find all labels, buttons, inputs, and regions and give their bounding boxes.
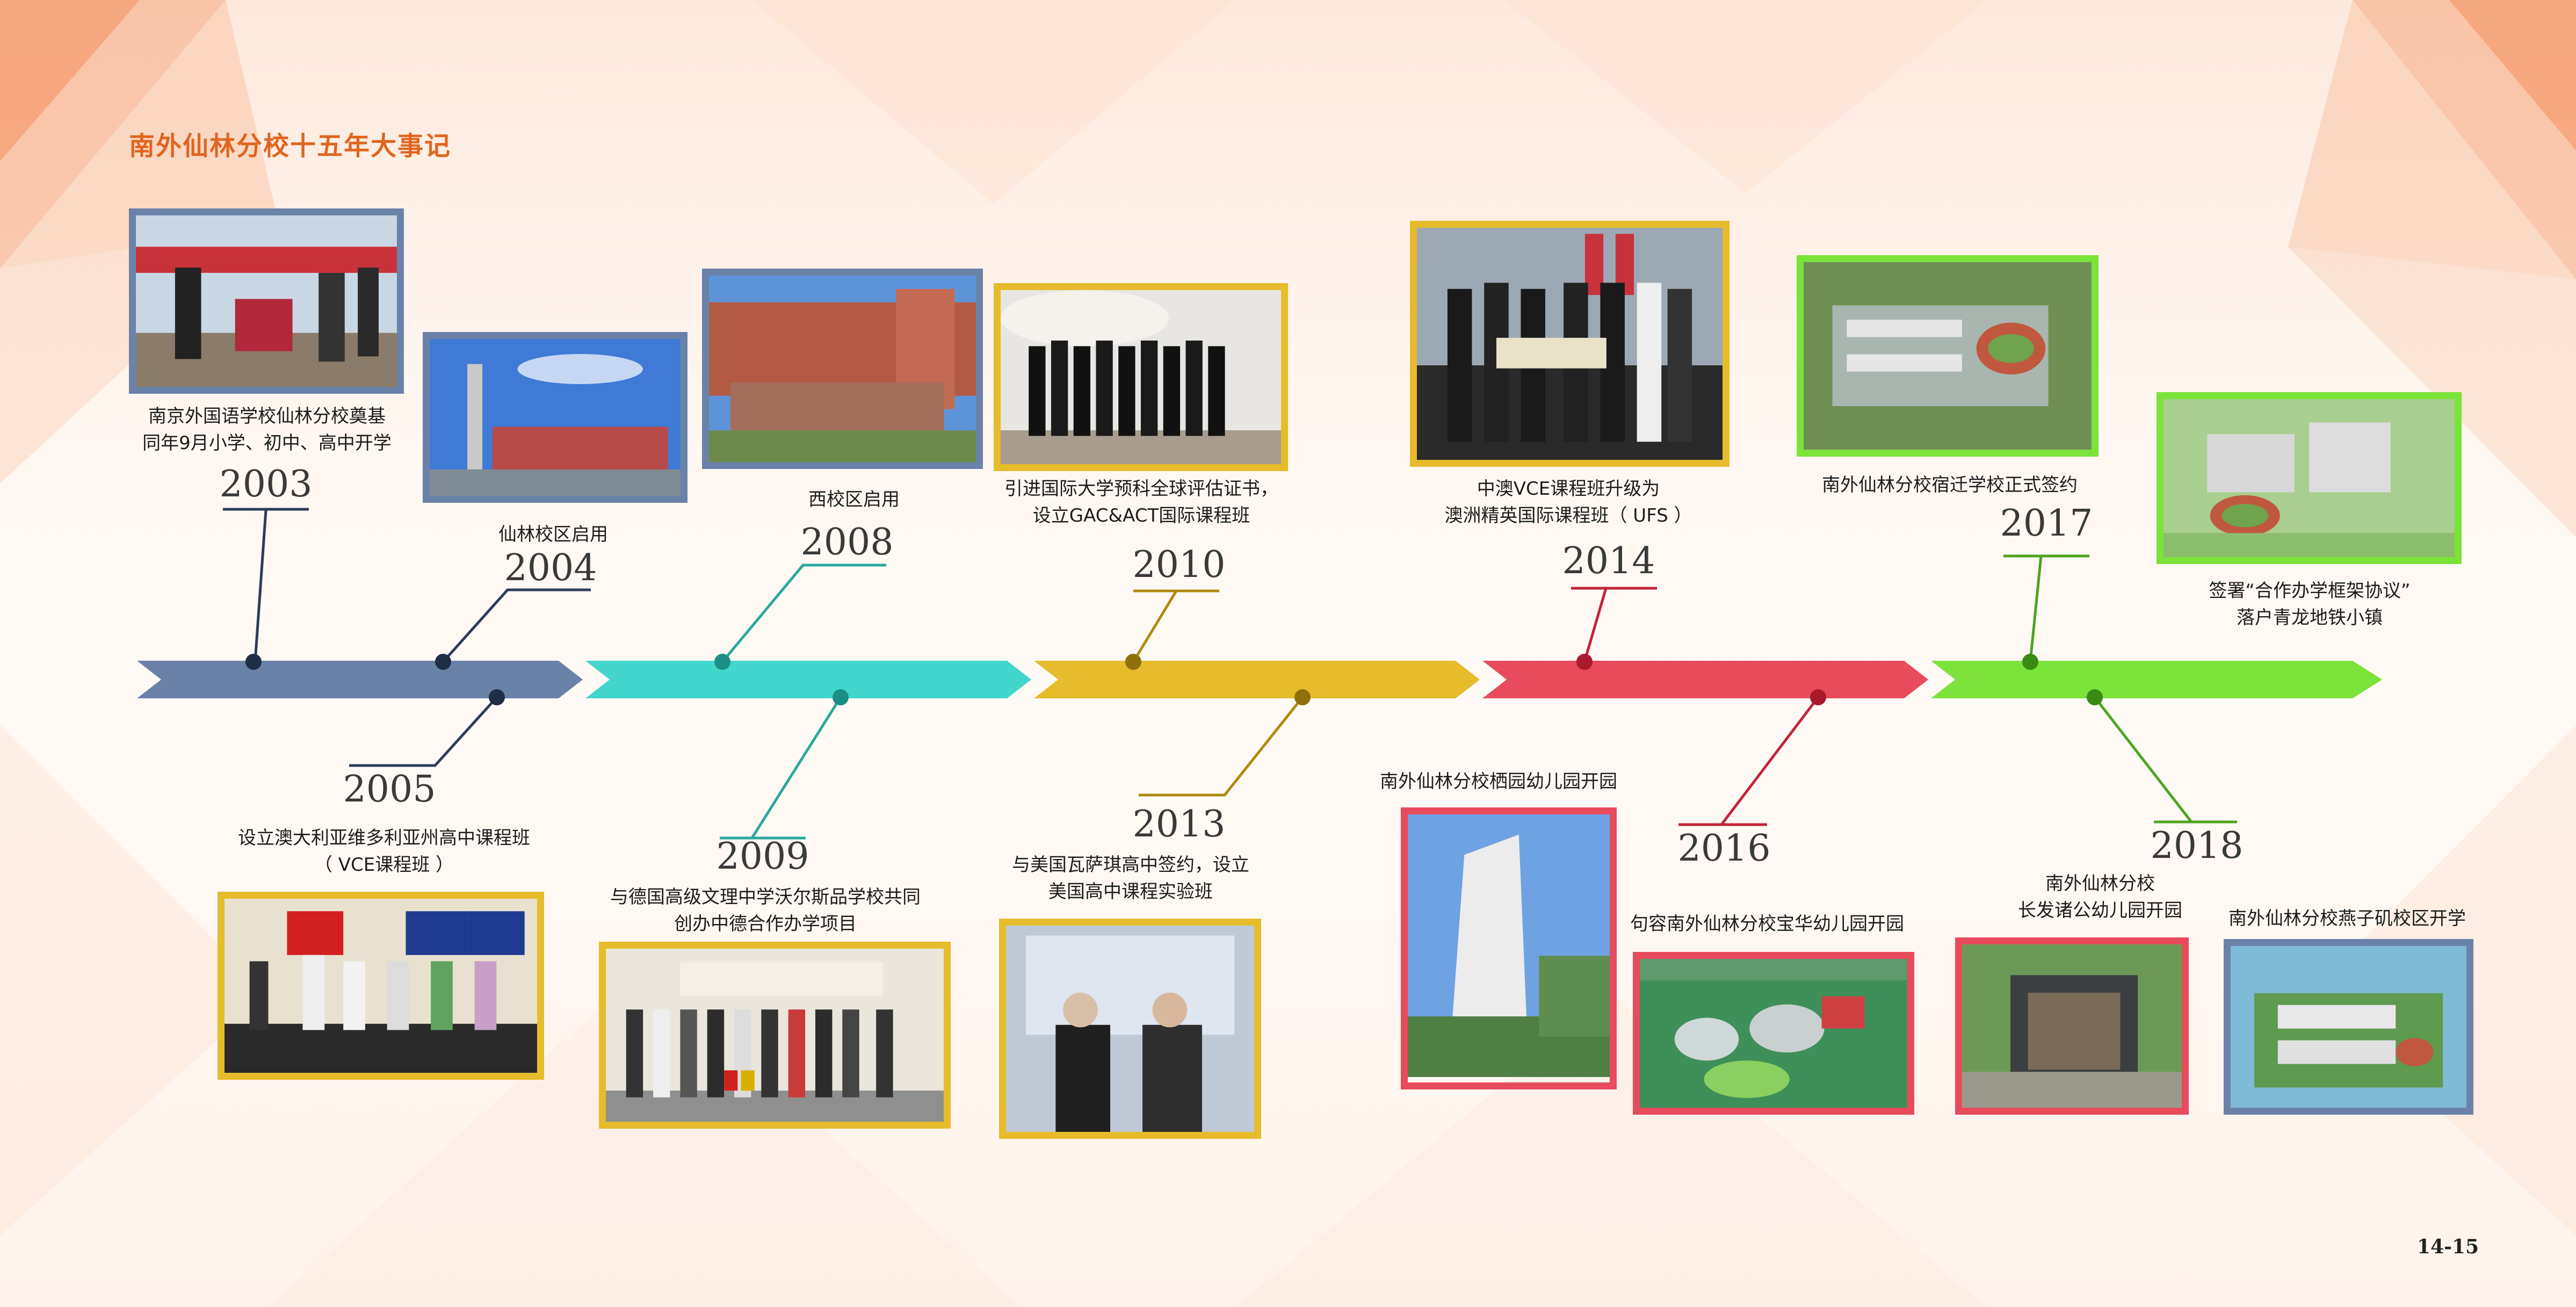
- caption-2016-qiyuan: 南外仙林分校栖园幼儿园开园: [1380, 771, 1617, 792]
- caption-2009: 与德国高级文理中学沃尔斯品学校共同 创办中德合作办学项目: [610, 886, 921, 935]
- delegation-flags-photo: [218, 892, 544, 1080]
- suqian-aerial-photo: [1797, 255, 2099, 457]
- timeline-dot: [435, 654, 451, 670]
- year-2003: 2003: [219, 463, 313, 506]
- page-number: 14-15: [2417, 1236, 2479, 1258]
- timeline-segment-2008-2009: [585, 661, 1031, 698]
- year-2005: 2005: [343, 768, 436, 811]
- west-campus-sign-photo: [702, 269, 983, 469]
- graduates-photo: [994, 283, 1288, 471]
- timeline-dot: [1294, 689, 1311, 705]
- scroll-presentation-photo: [1410, 221, 1730, 467]
- yanziji-campus-photo: [2224, 939, 2473, 1115]
- timeline-segment-2014-2016: [1482, 661, 1928, 698]
- german-partnership-photo: [599, 942, 951, 1129]
- year-2008: 2008: [800, 521, 894, 564]
- timeline-segment-2017-2018: [1931, 661, 2382, 698]
- kindergarten-pillar-photo: [1401, 807, 1617, 1089]
- caption-2017: 南外仙林分校宿迁学校正式签约: [1822, 474, 2078, 496]
- timeline-dot: [833, 689, 849, 705]
- kindergarten-aerial-photo: [1633, 952, 1914, 1115]
- timeline-segment-2003-2005: [137, 661, 583, 698]
- caption-2005: 设立澳大利亚维多利亚州高中课程班 （ VCE课程班 ）: [238, 827, 530, 876]
- caption-2018-changfa: 南外仙林分校 长发诸公幼儿园开园: [2018, 873, 2182, 921]
- timeline-dot: [489, 689, 505, 705]
- year-2004: 2004: [504, 547, 597, 589]
- year-2010: 2010: [1132, 544, 1226, 586]
- caption-2010: 引进国际大学预科全球评估证书， 设立GAC&ACT国际课程班: [1004, 478, 1278, 526]
- timeline-dot: [1810, 689, 1826, 705]
- year-2009: 2009: [716, 835, 809, 878]
- qinglong-plan-photo: [2157, 392, 2462, 564]
- timeline-dot: [245, 654, 262, 670]
- year-2013: 2013: [1132, 803, 1226, 846]
- caption-2016-baohua: 句容南外仙林分校宝华幼儿园开园: [1630, 913, 1904, 935]
- caption-2014: 中澳VCE课程班升级为 澳洲精英国际课程班（ UFS ）: [1444, 478, 1692, 526]
- timeline-dot: [2022, 654, 2038, 670]
- timeline-dot: [714, 654, 730, 670]
- caption-2008: 西校区启用: [808, 489, 900, 510]
- timeline-dot: [1125, 654, 1141, 670]
- timeline-dot: [1576, 654, 1593, 670]
- page-title: 南外仙林分校十五年大事记: [129, 131, 452, 161]
- caption-2004: 仙林校区启用: [498, 524, 608, 545]
- signing-handshake-photo: [999, 919, 1261, 1139]
- year-2014: 2014: [1562, 540, 1655, 582]
- campus-tower-photo: [423, 332, 688, 503]
- groundbreaking-ceremony-photo: [129, 208, 404, 394]
- timeline-dot: [2087, 689, 2103, 705]
- year-2018: 2018: [2150, 825, 2244, 867]
- caption-2013: 与美国瓦萨琪高中签约，设立 美国高中课程实验班: [1012, 854, 1249, 902]
- caption-2018-yanziji: 南外仙林分校燕子矶校区开学: [2228, 908, 2466, 929]
- year-2017: 2017: [2000, 502, 2093, 545]
- caption-2003: 南京外国语学校仙林分校奠基 同年9月小学、初中、高中开学: [142, 406, 392, 454]
- year-2016: 2016: [1677, 827, 1771, 870]
- kindergarten-gate-photo: [1955, 937, 2189, 1115]
- timeline-segment-2010-2013: [1034, 661, 1480, 698]
- caption-agreement: 签署“合作办学框架协议” 落户青龙地铁小镇: [2209, 580, 2411, 629]
